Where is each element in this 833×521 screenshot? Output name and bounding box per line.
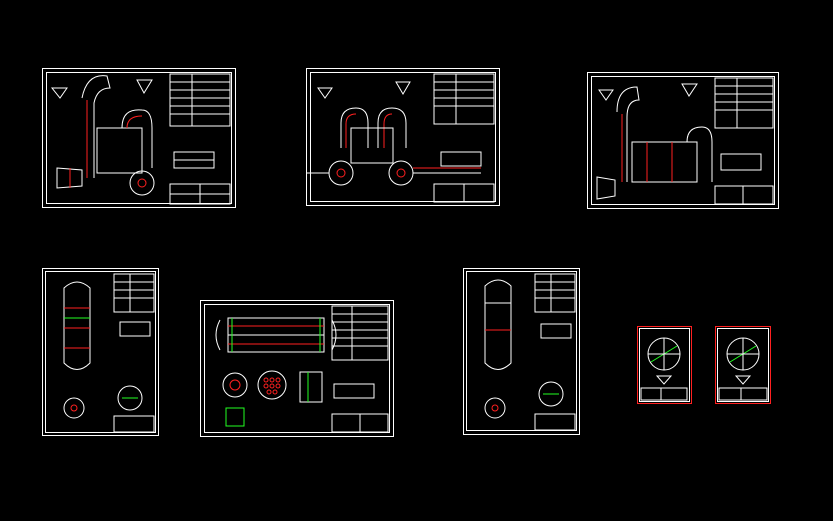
drawing-sheet-vessel-left[interactable] [42,268,159,436]
drawing-sheet-assembly-center[interactable] [306,68,500,206]
drawing-sheet-assembly-left[interactable] [42,68,236,208]
drawing-sheet-tube-plate-2[interactable] [715,326,771,404]
sheet-1-drawing [42,68,236,208]
sheet-3-drawing [587,72,779,209]
sheet-2-drawing [306,68,500,206]
sheet-5-drawing [200,300,394,437]
drawing-sheet-vessel-right[interactable] [463,268,580,435]
sheet-7-drawing [637,326,692,404]
sheet-8-drawing [715,326,771,404]
drawing-sheet-exchanger[interactable] [200,300,394,437]
sheet-4-drawing [42,268,159,436]
drawing-sheet-assembly-right[interactable] [587,72,779,209]
drawing-sheet-tube-plate-1[interactable] [637,326,692,404]
sheet-6-drawing [463,268,580,435]
